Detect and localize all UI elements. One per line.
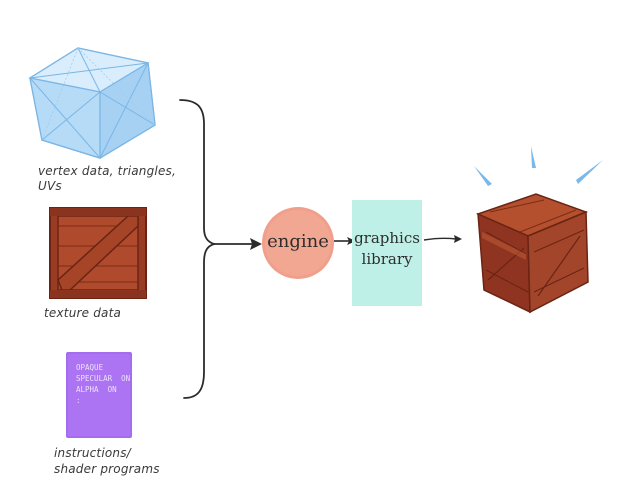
shader-card-line-1: OPAQUE xyxy=(76,363,104,372)
library-label: library xyxy=(361,250,413,268)
engine-label: engine xyxy=(267,231,329,252)
arrow-to-graphics-library xyxy=(334,237,356,245)
crate-texture-icon xyxy=(49,207,147,299)
input-bracket xyxy=(179,99,217,399)
graphics-library-node xyxy=(352,200,422,306)
shader-card-line-2: SPECULAR ON xyxy=(76,374,131,383)
wireframe-cube-icon xyxy=(28,47,156,160)
shader-card-line-3: ALPHA ON xyxy=(76,385,117,394)
arrow-to-engine xyxy=(214,238,262,250)
vertex-data-label: vertex data, triangles, UVs xyxy=(38,164,177,193)
shader-card-line-4: : xyxy=(76,396,81,405)
shader-card xyxy=(66,352,132,438)
texture-data-label: texture data xyxy=(44,306,122,320)
rendered-crate-icon xyxy=(475,193,589,314)
graphics-label: graphics xyxy=(354,229,420,247)
sparkle-icon xyxy=(474,146,603,186)
instructions-label: instructions/ xyxy=(54,446,131,460)
arrow-to-output xyxy=(423,235,462,243)
shader-programs-label: shader programs xyxy=(54,462,160,476)
